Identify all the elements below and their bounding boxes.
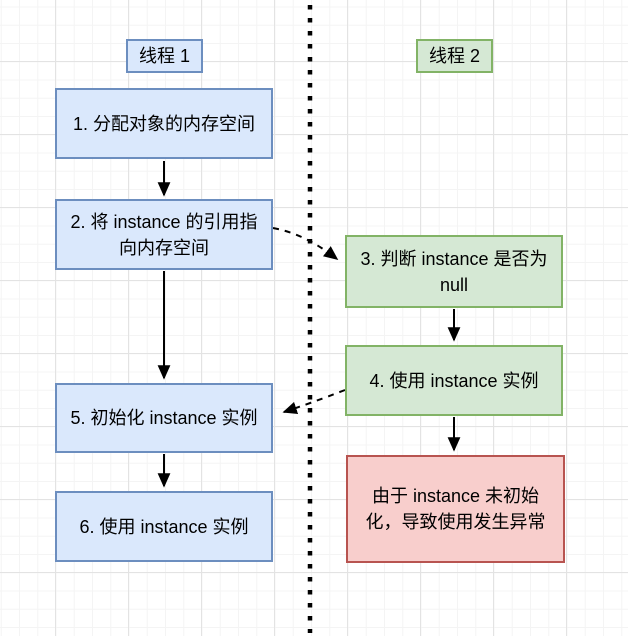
lane-label-thread1: 线程 1 [126, 39, 203, 73]
node-step4-label: 4. 使用 instance 实例 [369, 370, 539, 391]
node-step3: 3. 判断 instance 是否为 null [345, 235, 563, 308]
node-step2: 2. 将 instance 的引用指向内存空间 [55, 199, 273, 270]
lane-label-thread2-text: 线程 2 [428, 46, 480, 66]
node-step2-label: 2. 将 instance 的引用指向内存空间 [70, 211, 258, 258]
node-step4: 4. 使用 instance 实例 [345, 345, 563, 416]
dashed-arrow-step2-step3 [272, 227, 339, 260]
node-step5: 5. 初始化 instance 实例 [55, 383, 273, 453]
node-error: 由于 instance 未初始化，导致使用发生异常 [346, 455, 565, 563]
node-step5-label: 5. 初始化 instance 实例 [70, 408, 258, 428]
lane-label-thread2: 线程 2 [416, 39, 493, 73]
node-step3-label: 3. 判断 instance 是否为 null [360, 248, 548, 295]
dashed-arrow-step4-step5 [282, 389, 346, 415]
node-step1: 1. 分配对象的内存空间 [55, 88, 273, 159]
node-step1-label: 1. 分配对象的内存空间 [72, 113, 255, 134]
node-step6-label: 6. 使用 instance 实例 [79, 516, 249, 537]
node-step6: 6. 使用 instance 实例 [55, 491, 273, 562]
node-error-label: 由于 instance 未初始化，导致使用发生异常 [365, 486, 546, 532]
lane-label-thread1-text: 线程 1 [138, 46, 190, 66]
